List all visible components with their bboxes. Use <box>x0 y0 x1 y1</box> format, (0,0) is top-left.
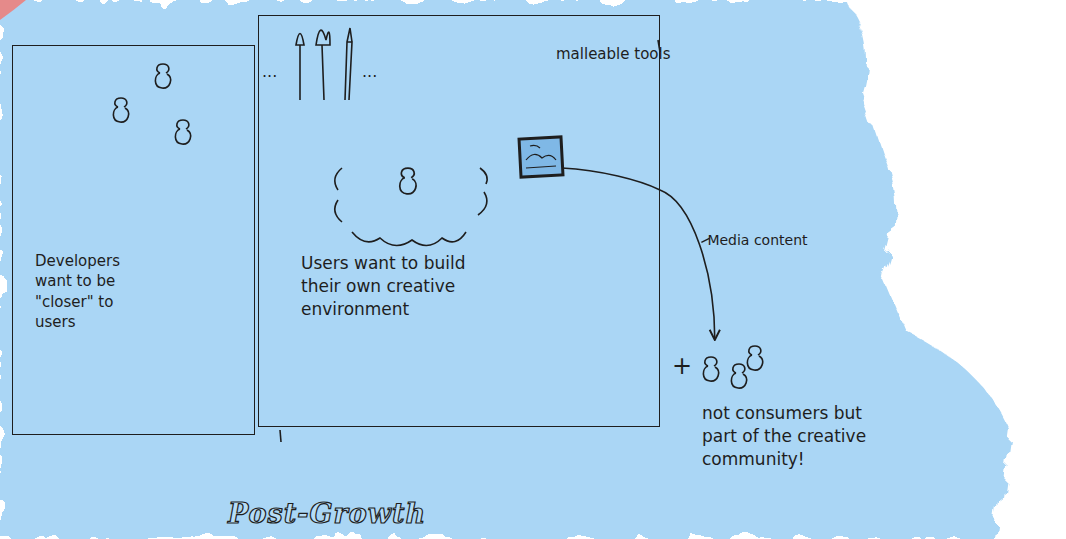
developer-icon <box>175 120 190 144</box>
brush-icon <box>316 30 330 100</box>
media-flow-line <box>660 190 715 340</box>
ellipsis-mark: ... <box>262 62 277 81</box>
community-group: not consumers but part of the creative c… <box>690 340 1000 505</box>
community-icon <box>747 346 762 370</box>
community-text: not consumers but part of the creative c… <box>702 402 892 471</box>
sketch-title: Post-Growth <box>228 498 426 529</box>
media-leader-line <box>562 168 660 190</box>
cloud-stroke <box>335 200 342 222</box>
user-icon <box>400 168 416 194</box>
media-scribble <box>526 145 556 168</box>
cloud-stroke <box>480 168 487 184</box>
user-panel: malleable toolsUsers want to build their… <box>258 15 660 427</box>
media-frame-icon <box>519 137 563 177</box>
pen-icon <box>345 28 352 100</box>
developer-icon <box>113 98 128 122</box>
cloud-stroke <box>478 192 487 215</box>
ellipsis-mark: ... <box>362 62 377 81</box>
community-icon <box>703 357 718 381</box>
panel-text: Users want to build their own creative e… <box>301 252 506 321</box>
cloud-stroke <box>352 232 466 246</box>
plus-sign: + <box>672 352 692 380</box>
developer-icon <box>155 64 170 88</box>
watercolor-wash <box>0 0 1010 539</box>
brush-icon <box>296 34 304 101</box>
red-corner <box>0 0 26 20</box>
community-icon <box>731 364 746 388</box>
sketch-tick <box>280 430 281 442</box>
edge-label: Media content <box>707 232 807 248</box>
developer-panel: Developers want to be "closer" to users <box>12 45 255 435</box>
panel-text: Developers want to be "closer" to users <box>35 251 150 332</box>
cloud-stroke <box>335 168 342 190</box>
tools-caption: malleable tools <box>556 44 686 64</box>
